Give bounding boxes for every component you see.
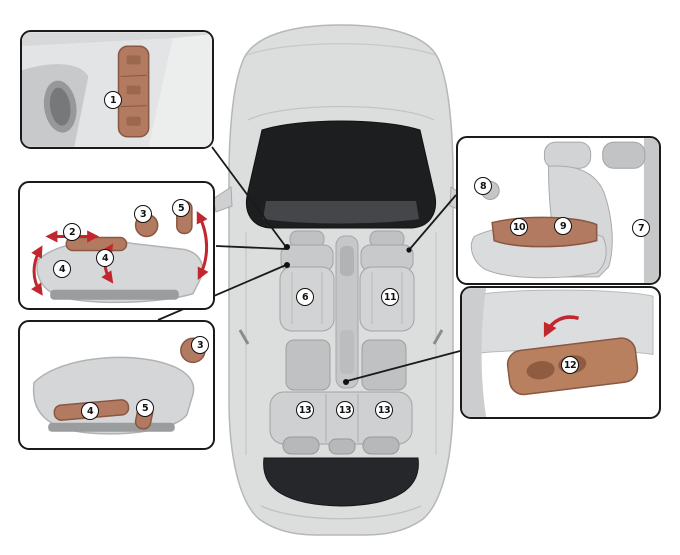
side-bolster xyxy=(462,288,487,417)
marker-1: 1 xyxy=(104,91,122,109)
passenger-seat-illustration xyxy=(470,138,659,283)
second-headrest xyxy=(602,141,646,169)
marker-8: 8 xyxy=(474,177,492,195)
side-control-shield xyxy=(491,216,598,248)
marker-11: 11 xyxy=(381,288,399,306)
marker-4a: 4 xyxy=(53,260,71,278)
rear-headrests xyxy=(282,436,400,455)
callout-door-memory-system xyxy=(20,30,214,149)
marker-4c: 4 xyxy=(81,402,99,420)
center-console xyxy=(335,235,359,389)
seat-cushion-side-view xyxy=(32,356,195,435)
seat-rail xyxy=(50,289,179,300)
car-top-view xyxy=(212,24,470,536)
marker-6: 6 xyxy=(296,288,314,306)
power-seat-switches-illustration xyxy=(31,200,209,304)
marker-13b: 13 xyxy=(336,401,354,419)
rear-seatback xyxy=(467,289,654,356)
callout-power-seat-controls xyxy=(18,181,215,310)
marker-9: 9 xyxy=(554,217,572,235)
manual-seat-illustration xyxy=(32,337,206,435)
front-bumper-seam xyxy=(246,43,436,56)
marker-13a: 13 xyxy=(296,401,314,419)
callout-anchor-dots xyxy=(284,244,412,385)
front-right-seat xyxy=(359,230,415,332)
dashboard xyxy=(263,201,419,224)
rear-armrest-illustration xyxy=(462,288,654,417)
marker-2: 2 xyxy=(63,223,81,241)
callout-rear-armrest xyxy=(460,286,661,419)
callout-lines xyxy=(157,146,461,382)
marker-3a: 3 xyxy=(134,205,152,223)
headrest xyxy=(543,141,592,169)
marker-3b: 3 xyxy=(191,336,209,354)
marker-12: 12 xyxy=(561,356,579,374)
marker-10: 10 xyxy=(510,218,528,236)
memory-button-panel xyxy=(117,45,150,138)
fold-arrow xyxy=(543,315,580,338)
door-panel-illustration xyxy=(22,32,212,147)
b-pillar-marks xyxy=(238,329,444,345)
hood-seam xyxy=(247,105,435,121)
marker-7: 7 xyxy=(632,219,650,237)
trunk-seam xyxy=(260,505,422,520)
seat-rail xyxy=(48,422,175,432)
callout-manual-seat-controls xyxy=(18,320,215,450)
door-sill xyxy=(643,138,659,283)
marker-5b: 5 xyxy=(136,399,154,417)
marker-4b: 4 xyxy=(96,249,114,267)
door-handle-recess xyxy=(43,80,77,133)
rear-window-glass xyxy=(263,457,419,507)
rear-floor-mats xyxy=(285,339,407,391)
marker-5a: 5 xyxy=(172,199,190,217)
callout-passenger-seat-controls xyxy=(456,136,661,285)
marker-13c: 13 xyxy=(375,401,393,419)
left-mirror xyxy=(212,186,233,213)
